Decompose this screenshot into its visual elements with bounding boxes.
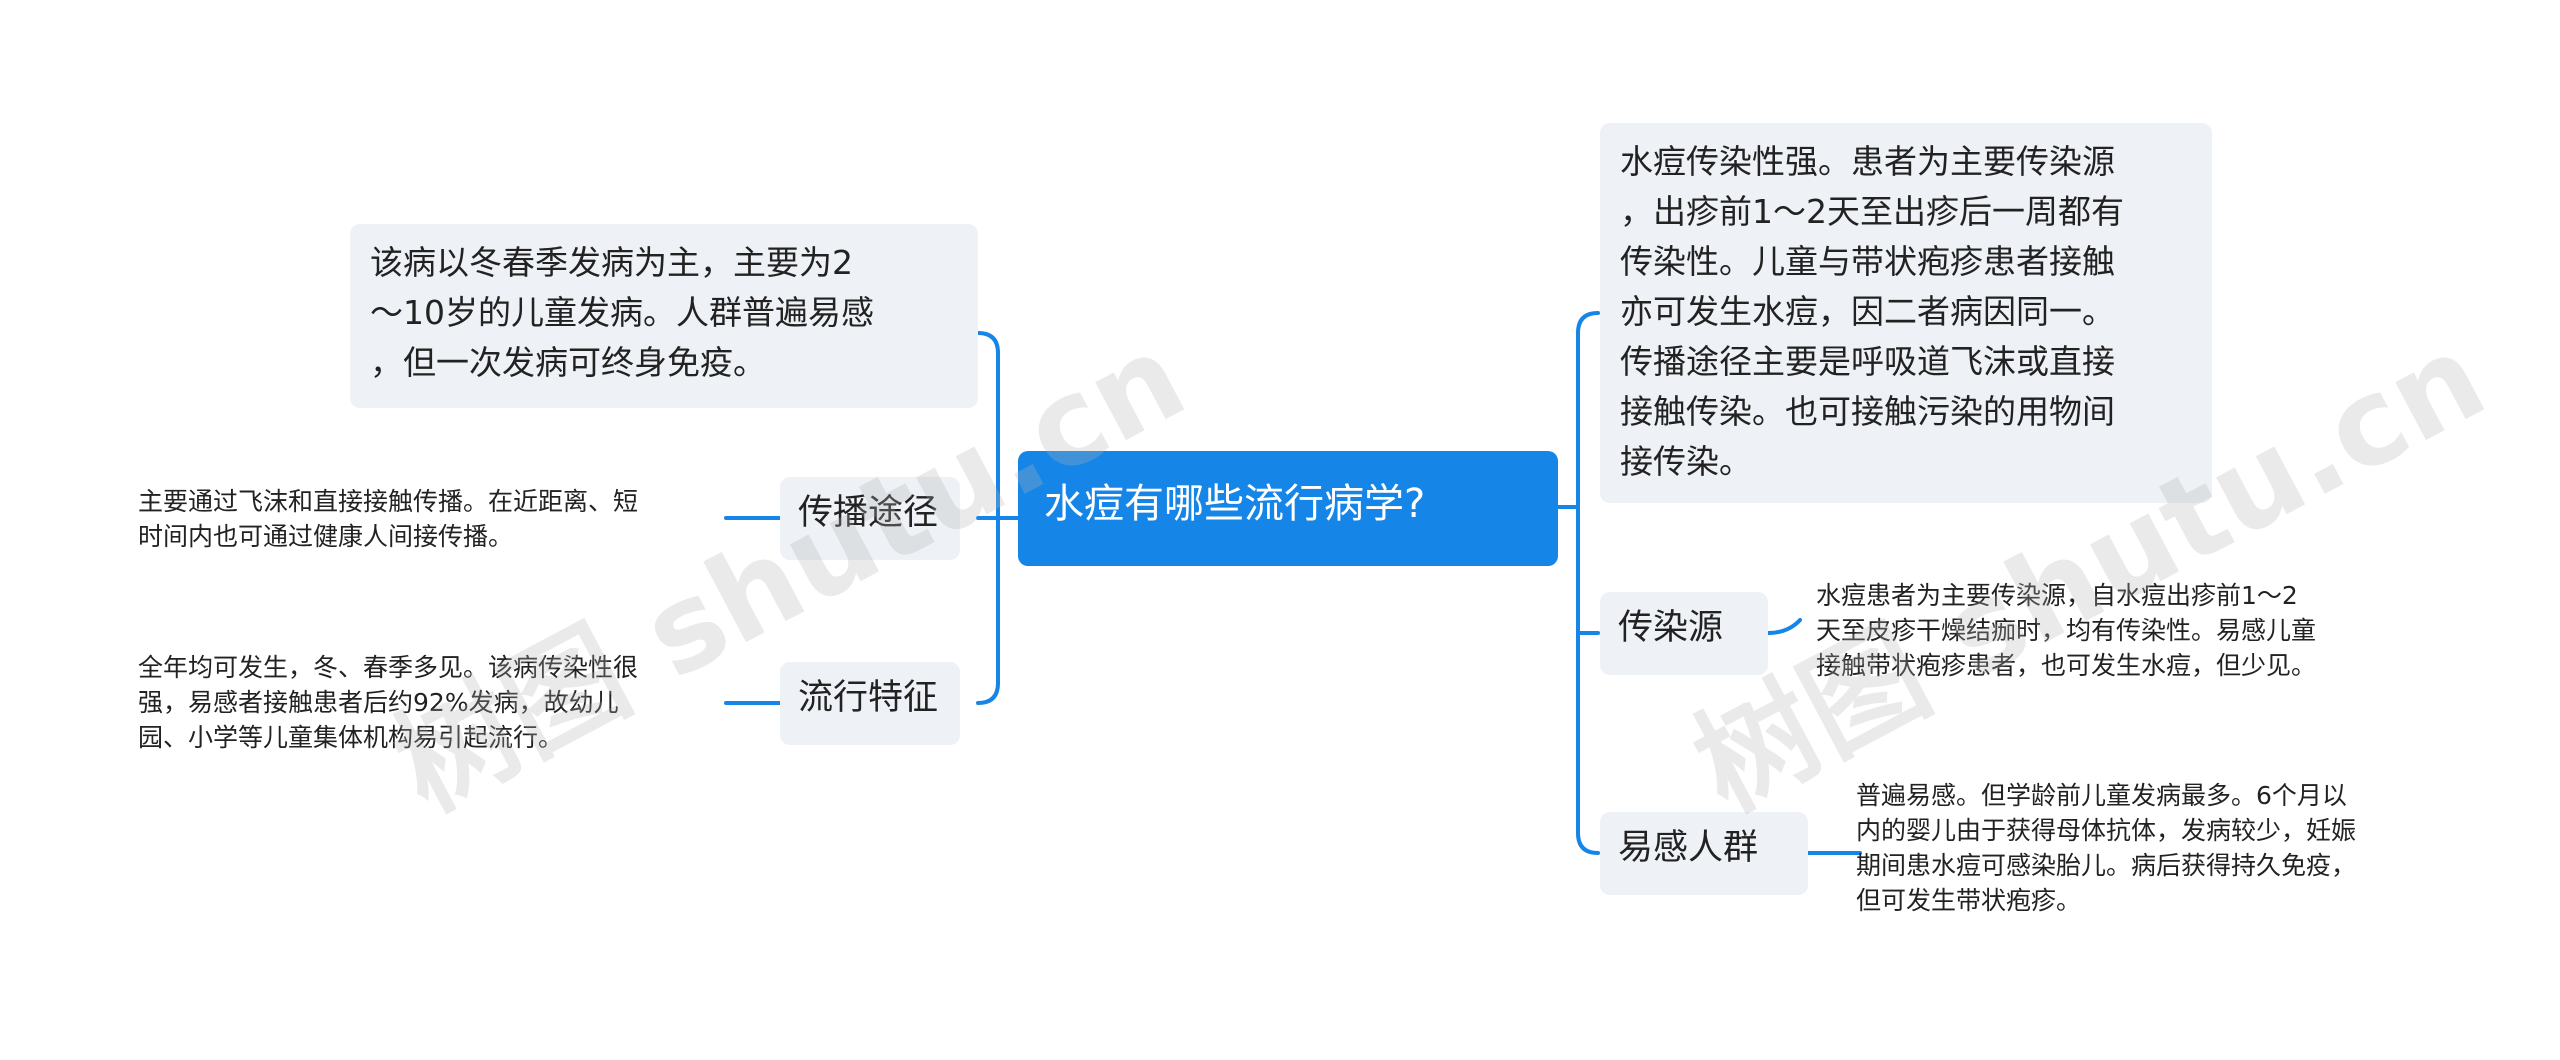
transmission-topic[interactable]: 传播途径 — [780, 477, 960, 560]
right-overview-node[interactable]: 水痘传染性强。患者为主要传染源 ，出疹前1～2天至出疹后一周都有 传染性。儿童与… — [1600, 123, 2212, 503]
transmission-note: 主要通过飞沫和直接接触传播。在近距离、短 时间内也可通过健康人间接传播。 — [138, 487, 639, 551]
epidemic-note: 全年均可发生，冬、春季多见。该病传染性很 强，易感者接触患者后约92%发病，故幼… — [138, 653, 639, 752]
source-note: 水痘患者为主要传染源，自水痘出疹前1～2 天至皮疹干燥结痂时，均有传染性。易感儿… — [1816, 581, 2317, 680]
susceptible-note: 普遍易感。但学龄前儿童发病最多。6个月以 内的婴儿由于获得母体抗体，发病较少，妊… — [1856, 781, 2357, 915]
source-topic[interactable]: 传染源 — [1600, 592, 1768, 675]
central-topic[interactable]: 水痘有哪些流行病学? — [1018, 451, 1558, 566]
left-intro-node[interactable]: 该病以冬春季发病为主，主要为2 ～10岁的儿童发病。人群普遍易感 ，但一次发病可… — [350, 224, 978, 408]
susceptible-topic[interactable]: 易感人群 — [1600, 812, 1808, 895]
epidemic-topic[interactable]: 流行特征 — [780, 662, 960, 745]
